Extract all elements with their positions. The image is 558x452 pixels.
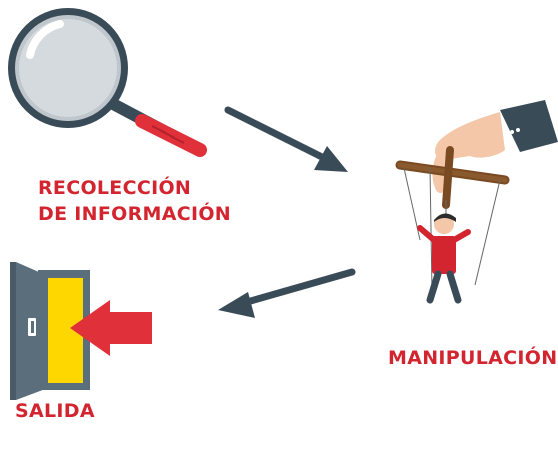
magnifying-glass-icon (8, 8, 207, 157)
flow-arrow-to-manipulacion (224, 106, 348, 172)
step-label-recoleccion-line2: DE INFORMACIÓN (38, 203, 231, 225)
puppet-hand-icon (395, 100, 558, 304)
step-label-salida: SALIDA (15, 400, 95, 422)
step-label-manipulacion: MANIPULACIÓN (388, 347, 558, 369)
step-label-recoleccion-line1: RECOLECCIÓN (38, 177, 192, 199)
exit-door-icon (10, 262, 152, 400)
step-label-recoleccion: RECOLECCIÓN DE INFORMACIÓN (38, 175, 231, 227)
flow-arrow-to-salida (218, 268, 356, 318)
